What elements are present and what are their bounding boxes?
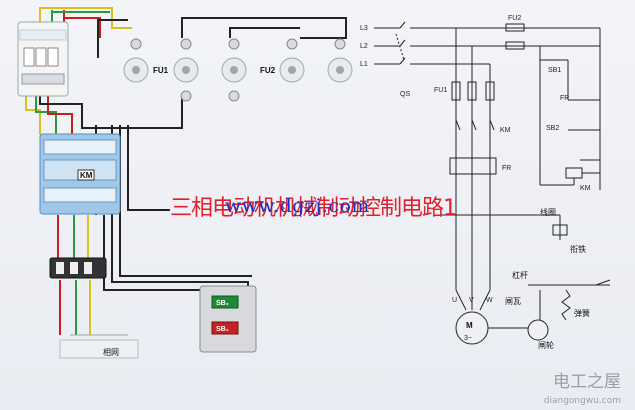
contactor-main-label: KM	[500, 127, 511, 134]
schematic	[374, 21, 611, 345]
armature-label: 衔铁	[570, 244, 586, 254]
push-button-box: SB₂ SB₁	[199, 285, 257, 353]
line-label-l1: L1	[360, 61, 368, 68]
start-button-label: SB2	[546, 125, 559, 132]
diagram-title: 三相电动机机械制动控制电路1	[170, 196, 457, 221]
main-fuse-label: FU1	[434, 87, 447, 94]
lever-label: 杠杆	[512, 270, 528, 280]
line-label-l2: L2	[360, 43, 368, 50]
fuse-group-2-label: FU2	[260, 66, 276, 75]
switch-label: QS	[400, 91, 410, 98]
stop-button-label: SB1	[548, 67, 561, 74]
watermark-url: www.dgzj.com	[225, 195, 370, 217]
terminal-label: 相网	[103, 347, 119, 357]
contactor-label: KM	[80, 171, 93, 180]
thermal-relay-label: FR	[502, 165, 511, 172]
motor-symbol: M	[466, 321, 473, 330]
brand-url: diangongwu.com	[543, 396, 621, 406]
brake-shoe-label: 闸瓦	[505, 297, 521, 306]
brake-wheel-label: 闸轮	[538, 340, 554, 350]
fuse-holders: FU1 FU2	[123, 38, 353, 102]
schematic-labels: L3 L2 L1 QS FU2 FU1 KM FR SB1 SB2 FR KM …	[360, 15, 591, 350]
brake-coil-label: 线圈	[540, 207, 556, 217]
terminal-block: 相网	[59, 339, 139, 359]
brand-logo: 电工之屋	[553, 372, 621, 392]
relay-contact-label: FR	[560, 95, 569, 102]
contactor: KM	[39, 133, 121, 215]
circuit-breaker	[17, 21, 69, 97]
start-button-label: SB₁	[216, 326, 229, 333]
line-label-l3: L3	[360, 25, 368, 32]
stop-button-label: SB₂	[216, 300, 229, 307]
coil-label: KM	[580, 185, 591, 192]
terminal-w: W	[486, 297, 493, 304]
spring-label: 弹簧	[574, 308, 590, 318]
thermal-relay	[49, 257, 107, 279]
terminal-v: V	[469, 297, 474, 304]
control-fuse-label: FU2	[508, 15, 521, 22]
terminal-u: U	[452, 297, 457, 304]
fuse-group-1-label: FU1	[153, 66, 169, 75]
motor-phase: 3~	[464, 335, 472, 342]
